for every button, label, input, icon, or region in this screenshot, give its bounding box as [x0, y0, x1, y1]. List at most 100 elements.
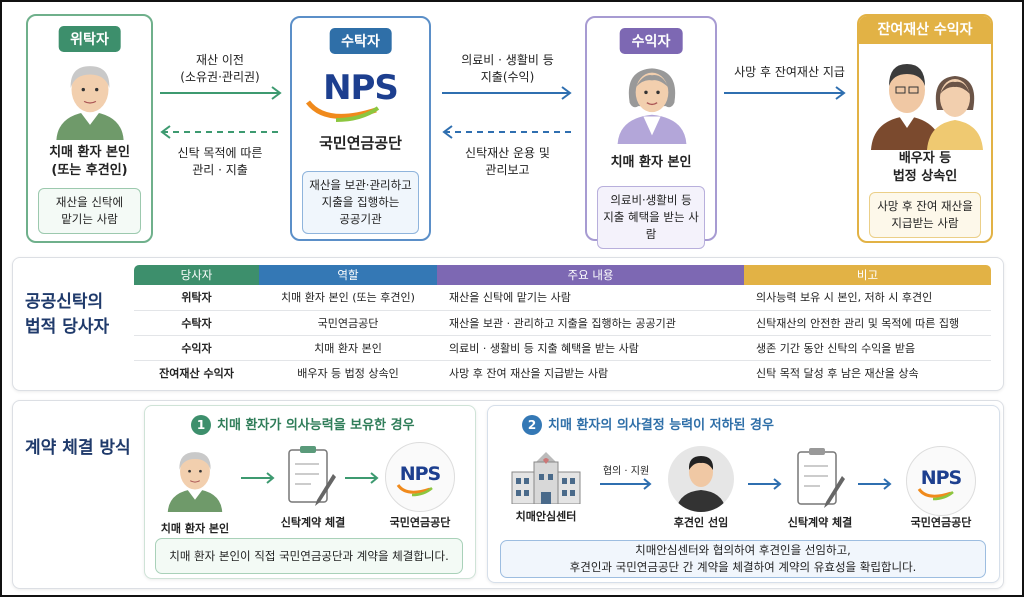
header-role: 역할: [259, 265, 437, 285]
note-line: 후견인과 국민연금공단 간 계약을 체결하여 계약의 유효성을 확립합니다.: [569, 560, 917, 574]
elderly-man-icon: [167, 451, 223, 513]
cell: 의사능력 보유 시 본인, 저하 시 후견인: [744, 285, 991, 311]
nps-swoosh-icon: [306, 100, 380, 122]
trustor-badge: 위탁자: [58, 26, 121, 52]
person-icon: [676, 456, 726, 512]
nps-logo-circle: NPS: [906, 446, 976, 516]
residual-badge: 잔여재산 수익자: [859, 16, 991, 44]
arrow1-bottom-label: 신탁 목적에 따른 관리 · 지출: [160, 145, 280, 179]
case1-note: 치매 환자 본인이 직접 국민연금공단과 계약을 체결합니다.: [155, 538, 463, 574]
contract-document-icon: [288, 446, 336, 506]
label-line: 지출(수익): [480, 70, 535, 84]
cell: 신탁재산의 안전한 관리 및 목적에 따른 집행: [744, 310, 991, 336]
cell: 의료비 · 생활비 등 지출 혜택을 받는 사람: [437, 335, 744, 361]
nps-swoosh-icon: [396, 484, 433, 497]
cell: 재산을 보관 · 관리하고 지출을 집행하는 공공기관: [437, 310, 744, 336]
desc-line: 지출을 집행하는: [321, 195, 400, 209]
cell: 수탁자: [134, 310, 259, 336]
arrow-right-icon: [600, 478, 652, 490]
arrow-right-icon: [345, 472, 379, 484]
guardian-avatar: [668, 446, 734, 512]
desc-line: 맡기는 사람: [61, 212, 118, 226]
header-party: 당사자: [134, 265, 259, 285]
label-line: (소유권·관리권): [180, 70, 260, 84]
section-title: 계약 체결 방식: [25, 438, 131, 458]
trustee-desc: 재산을 보관·관리하고 지출을 집행하는 공공기관: [302, 171, 419, 234]
building-icon: [511, 452, 581, 504]
title-text: 치매 환자의 의사결정 능력이 저하된 경우: [548, 418, 774, 433]
desc-line: 사망 후 잔여 재산을: [877, 199, 973, 213]
arrow-right-icon: [858, 478, 892, 490]
number-badge: 2: [522, 415, 542, 435]
case2-panel: 2 치매 환자의 의사결정 능력이 저하된 경우 치매안심센터 협의 · 지원 후…: [487, 405, 1000, 583]
number-badge: 1: [191, 415, 211, 435]
elderly-man-icon: [55, 65, 125, 140]
arrow-right-icon: [748, 478, 782, 490]
table-header-row: 당사자 역할 주요 내용 비고: [134, 265, 991, 285]
desc-line: 의료비·생활비 등: [610, 193, 692, 207]
case1-step2: 신탁계약 체결: [280, 516, 346, 529]
dashed-arrow-left-icon: [442, 125, 572, 139]
residual-name: 배우자 등: [898, 151, 952, 166]
arrow-right-icon: [160, 86, 282, 100]
beneficiary-card: 수익자 치매 환자 본인 의료비·생활비 등 지출 혜택을 받는 사람: [585, 16, 717, 249]
case1-step3: 국민연금공단: [389, 516, 451, 529]
trustee-name: 국민연금공단: [319, 134, 402, 152]
elderly-woman-icon: [616, 67, 688, 144]
beneficiary-badge: 수익자: [619, 28, 683, 54]
cell: 재산을 신탁에 맡기는 사람: [437, 285, 744, 311]
arrow2-bottom-label: 신탁재산 운용 및 관리보고: [440, 145, 575, 179]
case2-note: 치매안심센터와 협의하여 후견인을 선임하고, 후견인과 국민연금공단 간 계약…: [500, 540, 986, 578]
cell: 잔여재산 수익자: [159, 366, 234, 380]
trustee-card: 수탁자 NPS 국민연금공단 재산을 보관·관리하고 지출을 집행하는 공공기관: [290, 16, 431, 241]
case2-step1: 치매안심센터: [515, 510, 577, 523]
section-title: 공공신탁의 법적 당사자: [25, 290, 109, 340]
residual-beneficiary-card: 잔여재산 수익자 배우자 등 법정 상속인 사망 후 잔여 재산을 지급받는 사…: [857, 14, 993, 243]
arrow2-top-label: 의료비 · 생활비 등 지출(수익): [440, 52, 575, 86]
desc-line: 공공기관: [339, 212, 382, 226]
nps-logo: NPS: [323, 68, 399, 108]
cell: 수익자: [134, 335, 259, 361]
header-note: 비고: [744, 265, 991, 285]
trustor-name: 치매 환자 본인: [49, 145, 130, 160]
label-line: 관리보고: [485, 163, 530, 177]
title-line: 법적 당사자: [25, 317, 110, 337]
cell: 국민연금공단: [259, 310, 437, 336]
nps-logo-circle: NPS: [385, 442, 455, 512]
label-line: 재산 이전: [196, 53, 244, 67]
cell: 위탁자: [134, 285, 259, 311]
trustor-card: 위탁자 치매 환자 본인 (또는 후견인) 재산을 신탁에 맡기는 사람: [26, 14, 153, 243]
case2-step2: 후견인 선임: [673, 516, 729, 529]
cell: 치매 환자 본인: [259, 335, 437, 361]
trustee-badge: 수탁자: [329, 28, 392, 54]
title-line: 공공신탁의: [25, 292, 104, 312]
residual-name-sub: 법정 상속인: [892, 169, 958, 184]
label-line: 신탁재산 운용 및: [465, 146, 550, 160]
cell: 신탁 목적 달성 후 남은 재산을 상속: [756, 366, 919, 380]
desc-line: 지급받는 사람: [891, 216, 959, 230]
arrow-label: 협의 · 지원: [602, 466, 650, 477]
note-line: 치매안심센터와 협의하여 후견인을 선임하고,: [635, 543, 851, 557]
trustor-name-sub: (또는 후견인): [51, 163, 128, 178]
nps-logo: NPS: [399, 463, 442, 485]
couple-icon: [871, 64, 983, 150]
arrow-right-icon: [442, 86, 572, 100]
label-line: 의료비 · 생활비 등: [461, 53, 554, 67]
residual-desc: 사망 후 잔여 재산을 지급받는 사람: [869, 192, 981, 238]
dashed-arrow-left-icon: [160, 125, 282, 139]
beneficiary-name: 치매 환자 본인: [610, 155, 692, 170]
nps-swoosh-icon: [917, 488, 954, 501]
case2-step4: 국민연금공단: [910, 516, 972, 529]
case1-step1: 치매 환자 본인: [160, 522, 230, 535]
arrow1-top-label: 재산 이전 (소유권·관리권): [160, 52, 280, 86]
contract-document-icon: [797, 448, 845, 508]
